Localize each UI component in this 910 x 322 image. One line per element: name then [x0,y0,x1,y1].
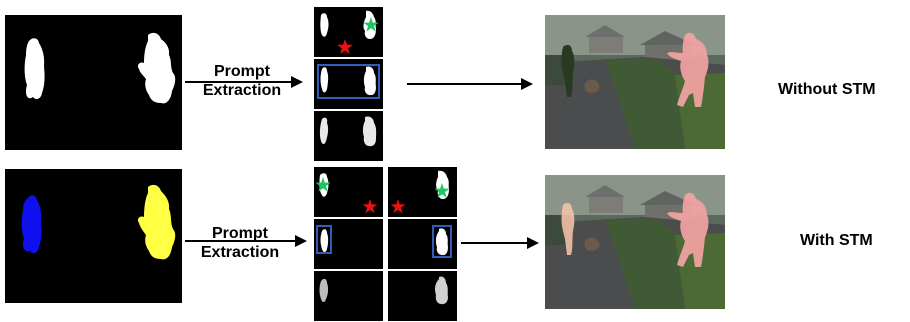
prompt-line2: Extraction [202,82,282,99]
positive-point-star-icon [434,183,450,198]
box-prompt [316,225,332,254]
positive-point-star-icon [315,177,331,192]
result-photo-with-stm [545,175,725,309]
prompt-panel-mask-with-b [388,271,457,321]
result-photo-without-stm [545,15,725,149]
mask-panel-without-stm [5,15,182,150]
prompt-line1: Prompt [214,63,270,80]
arrow-icon [407,78,533,90]
mask-person-right [137,184,176,260]
prompt-panel-mask-with-a [314,271,383,321]
box-prompt [432,225,452,258]
prompt-extraction-label-without: Prompt Extraction [196,62,288,100]
prompt-extraction-label-with: Prompt Extraction [194,224,286,262]
mask-person-left [24,38,45,100]
mask-panel-with-stm [5,169,182,303]
prompt-panel-mask-without [314,111,383,161]
prompt-panel-points-without [314,7,383,57]
negative-point-star-icon [390,199,406,214]
mask-person-right [137,32,176,104]
arrow-icon [185,76,303,88]
prompt-panel-box-with-b [388,219,457,269]
mask-person-left [21,195,42,254]
segmentation-overlay-right [667,32,709,107]
prompt-line1: Prompt [212,225,268,242]
segmentation-overlay-left [561,202,575,255]
prompt-panel-box-without [314,59,383,109]
result-label-with-stm: With STM [800,232,873,249]
prompt-panel-points-with-b [388,167,457,217]
negative-point-star-icon [337,39,353,54]
segmentation-overlay-right [667,192,709,267]
negative-point-star-icon [362,199,378,214]
prompt-panel-points-with-a [314,167,383,217]
arrow-icon [461,237,539,249]
positive-point-star-icon [363,17,379,32]
box-prompt [317,64,380,99]
result-label-without-stm: Without STM [778,81,876,98]
arrow-icon [185,235,307,247]
prompt-panel-box-with-a [314,219,383,269]
prompt-line2: Extraction [200,244,280,261]
